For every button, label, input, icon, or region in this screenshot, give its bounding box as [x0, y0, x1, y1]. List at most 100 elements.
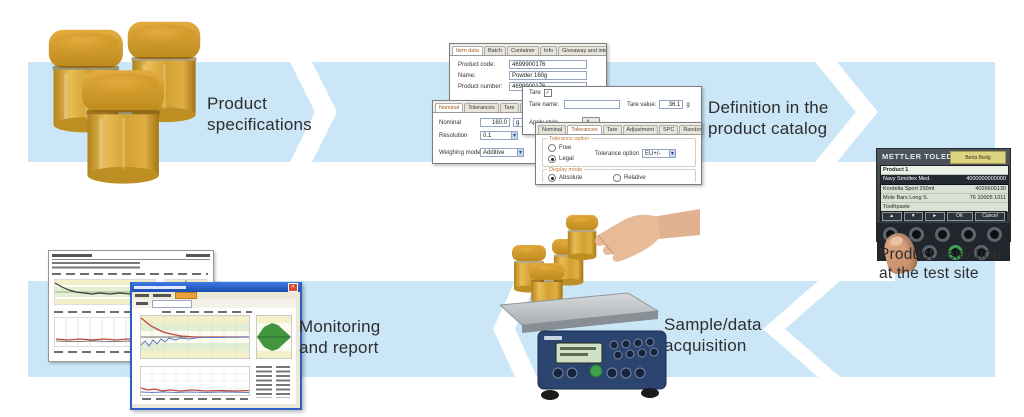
keypad-key[interactable] [987, 227, 1002, 242]
tab-random-sample[interactable]: Random sample test [679, 125, 701, 134]
resolution-dropdown[interactable]: 0.1 [480, 131, 518, 140]
stage-label-selection: Product selection at the test site [879, 246, 1001, 284]
keypad-key-green[interactable] [948, 245, 963, 260]
keypad-key[interactable] [909, 227, 924, 242]
spc-stats-column-placeholder [256, 366, 272, 398]
spc-window [130, 282, 302, 410]
radio-free-label: Free [559, 145, 572, 151]
menu-item-highlighted-placeholder[interactable] [175, 292, 197, 299]
close-icon[interactable] [288, 282, 298, 292]
spc-chart-title-placeholder [162, 311, 252, 313]
screen-header: Product 1 [883, 167, 909, 173]
radio-free[interactable] [548, 144, 556, 152]
radio-legal[interactable] [548, 155, 556, 163]
tare-checkbox[interactable] [543, 89, 552, 97]
softkey-ok[interactable]: OK [946, 211, 973, 221]
stage-label-line: Definition in the [708, 98, 829, 117]
product-row[interactable]: Navy Smoltex Med. 4000000000000 [881, 175, 1008, 185]
stage-label-line: at the test site [879, 264, 979, 282]
name-input[interactable]: Powder 160g [509, 71, 587, 80]
tab-tare[interactable]: Tare [499, 103, 519, 112]
dialog-item-tabbar: Item data Batch Container Info Giveaway … [450, 44, 606, 56]
filter-label-placeholder [136, 302, 148, 305]
tab-info[interactable]: Info [539, 46, 558, 55]
display-mode-group: Display mode Absolute Relative [542, 167, 696, 183]
radio-absolute[interactable] [548, 174, 556, 182]
dialog-tolerances: Nominal Tolerances Tare Adjustment SPC R… [535, 122, 702, 185]
stage-label-definition: Definition in the product catalog [708, 98, 829, 139]
nominal-label: Nominal [439, 119, 462, 126]
filter-dropdown[interactable] [152, 299, 192, 308]
spc-range-chart [140, 366, 250, 396]
keypad-key[interactable] [974, 245, 989, 260]
menu-item-placeholder[interactable] [153, 294, 171, 297]
spc-distribution-panel [256, 315, 292, 359]
tab-nominal[interactable]: Nominal [435, 103, 464, 112]
product-number-label: Product number: [458, 83, 503, 90]
product-code-input[interactable]: 4699900176 [509, 60, 587, 69]
tare-unit: g [686, 101, 690, 108]
spc-menubar[interactable] [132, 292, 300, 299]
stage-label-line: Sample/data [664, 315, 762, 334]
tab-item-data[interactable]: Item data [452, 46, 483, 55]
nominal-input[interactable]: 160.0 [480, 118, 510, 127]
tab-batch[interactable]: Batch [483, 46, 507, 55]
stage-label-monitoring: Monitoring and report [299, 317, 380, 358]
terminal-screen: Product 1 Navy Smoltex Med. 400000000000… [880, 165, 1009, 213]
menu-item-placeholder[interactable] [135, 294, 149, 297]
softkey-up[interactable]: ▲ [882, 211, 902, 221]
report-xaxis-labels-placeholder [54, 351, 204, 353]
stage-label-line: and report [299, 337, 379, 357]
resolution-label: Resolution [439, 132, 468, 139]
product-code: 4026600130 [975, 186, 1006, 192]
tab-tolerances2[interactable]: Tolerances [567, 125, 602, 134]
report-section2-placeholder [54, 311, 174, 313]
keypad-key[interactable] [935, 227, 950, 242]
terminal-photo: METTLER TOLEDO Berta Bislig Product 1 Na… [876, 148, 1011, 277]
tab-tare2[interactable]: Tare [602, 125, 622, 134]
keypad-key[interactable] [922, 245, 937, 260]
tolerance-option-group: Tolerance option Free Legal Tolerance op… [542, 136, 696, 167]
radio-absolute-label: Absolute [559, 175, 583, 181]
stage-label-product-specifications: Product specifications [207, 94, 312, 135]
tare-value-input[interactable]: 36.1 [659, 100, 684, 109]
tare-title: Tare [529, 90, 541, 96]
product-row[interactable]: Mole Bars Long S. 76 10005 1011 [881, 194, 1008, 203]
report-title-placeholder [52, 254, 92, 257]
stage-label-line: product catalog [708, 118, 828, 138]
tab-nominal2[interactable]: Nominal [538, 125, 567, 134]
tab-adjustment2[interactable]: Adjustment [622, 125, 659, 134]
softkey-down[interactable]: ▼ [903, 211, 923, 221]
stage-label-sample: Sample/data acquisition [664, 315, 762, 356]
tab-tolerances[interactable]: Tolerances [464, 103, 499, 112]
product-name: Toothpaste [883, 204, 910, 210]
keypad-key[interactable] [961, 227, 976, 242]
stage-label-line: acquisition [664, 335, 747, 355]
product-row[interactable]: Kordelia Sport 250ml 4026600130 [881, 185, 1008, 194]
tare-name-input[interactable] [564, 100, 620, 109]
softkey-right[interactable]: ► [925, 211, 945, 221]
softkey-cancel[interactable]: Cancel [975, 211, 1005, 221]
stage-label-line: Monitoring [299, 317, 381, 336]
screen-header-row: Product 1 [881, 166, 1008, 175]
tab-giveaway[interactable]: Giveaway and interventions [558, 46, 606, 55]
radio-relative[interactable] [613, 174, 621, 182]
weighing-mode-dropdown[interactable]: Additive [480, 148, 524, 157]
name-label: Name: [458, 72, 476, 79]
report-column-headers-placeholder [52, 273, 208, 275]
spc-stats-column-placeholder [276, 366, 290, 398]
terminal-brand-logo: METTLER TOLEDO [882, 152, 960, 161]
product-jars-photo [48, 21, 201, 184]
spc-titlebar[interactable] [132, 282, 300, 292]
radio-relative-label: Relative [624, 175, 646, 181]
tab-container[interactable]: Container [507, 46, 539, 55]
tab-spc2[interactable]: SPC [659, 125, 679, 134]
weighing-mode-label: Weighing mode [439, 149, 481, 156]
product-name: Kordelia Sport 250ml [883, 186, 935, 192]
tolerance-option-dropdown[interactable]: EU+/- [642, 149, 677, 158]
scale-photo [500, 209, 700, 400]
spc-window-title-placeholder [134, 285, 186, 289]
stage-label-line: Product [207, 94, 267, 113]
stage-label-line: Product selection [879, 246, 1002, 263]
spc-filterbar [132, 299, 296, 308]
